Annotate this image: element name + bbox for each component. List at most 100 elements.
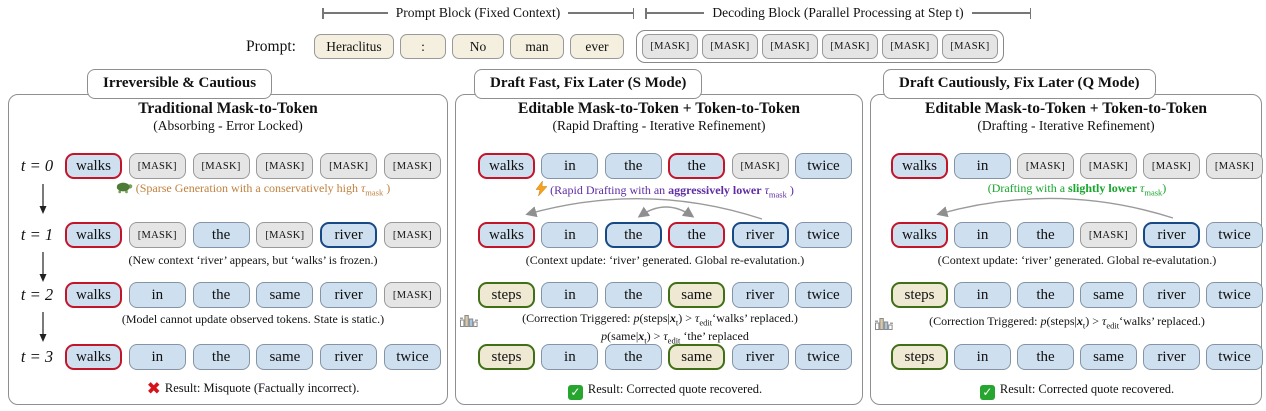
step-label-t0: t = 0 [20, 156, 54, 175]
prompt-block-bracket: Prompt Block (Fixed Context) [322, 5, 634, 21]
token: in [954, 344, 1011, 370]
token: in [954, 282, 1011, 308]
token: [MASK] [1143, 153, 1200, 179]
token: the [604, 282, 662, 308]
token: in [954, 153, 1011, 179]
step-label-t2: t = 2 [20, 285, 54, 304]
token: the [604, 344, 662, 370]
caption-sparse-generation: (Sparse Generation with a conservatively… [65, 181, 441, 199]
caption-context-update: (Context update: ‘river’ generated. Glob… [937, 253, 1217, 267]
token: the [668, 153, 726, 179]
token: walks [891, 222, 948, 248]
bracket-tick [1029, 7, 1032, 19]
panel-traditional: Irreversible & Cautious Traditional Mask… [8, 69, 448, 405]
step-label-t3: t = 3 [20, 347, 54, 366]
panel-title: Editable Mask-to-Token + Token-to-Token [517, 100, 801, 117]
token: [MASK] [128, 153, 186, 179]
token: [MASK] [383, 153, 441, 179]
step-label-t1: t = 1 [20, 225, 54, 244]
bracket-line [568, 12, 633, 14]
token: the [192, 282, 250, 308]
token-row: walks in the same river [MASK] [65, 282, 441, 308]
prompt-token: : [399, 34, 446, 59]
token: same [668, 344, 726, 370]
caption-context-frozen: (New context ‘river’ appears, but ‘walks… [128, 253, 378, 267]
token-row: walks in [MASK] [MASK] [MASK] [MASK] [891, 153, 1263, 179]
token: same [256, 344, 314, 370]
caption-static-state: (Model cannot update observed tokens. St… [121, 312, 385, 326]
token-row: walks in the the [MASK] twice [478, 153, 852, 179]
token: [MASK] [320, 153, 378, 179]
token: river [1143, 282, 1200, 308]
token: in [541, 222, 599, 248]
token: twice [1206, 222, 1263, 248]
token: walks [65, 344, 122, 370]
token: the [604, 222, 662, 248]
token: twice [794, 344, 852, 370]
token: river [320, 282, 378, 308]
token: the [192, 222, 250, 248]
token: river [731, 222, 789, 248]
bracket-line [646, 12, 705, 14]
token: twice [794, 222, 852, 248]
token-row: steps in the same river twice [478, 282, 852, 308]
token-row: walks in the same river twice [65, 344, 441, 370]
bracket-line [971, 12, 1030, 14]
token: [MASK] [383, 282, 441, 308]
bracket-tick [322, 7, 324, 19]
token: walks [478, 222, 535, 248]
decoding-block: [MASK] [MASK] [MASK] [MASK] [MASK] [MASK… [635, 30, 1004, 63]
token: twice [794, 153, 852, 179]
token: the [1017, 282, 1074, 308]
prompt-row: Prompt: Heraclitus : No man ever [MASK] … [246, 30, 1004, 63]
caption-rapid-drafting: (Rapid Drafting with an aggressively low… [478, 180, 852, 201]
prompt-token: Heraclitus [313, 34, 394, 59]
token: [MASK] [128, 222, 186, 248]
decoding-block-label: Decoding Block (Parallel Processing at S… [712, 5, 964, 20]
down-arrow-icon [37, 312, 49, 349]
reevaluation-arrow-icon [891, 191, 1263, 228]
token: [MASK] [1206, 153, 1263, 179]
result-text: Result: Corrected quote recovered. [999, 382, 1175, 396]
token: river [1143, 222, 1200, 248]
token: [MASK] [1017, 153, 1074, 179]
prompt-block-label: Prompt Block (Fixed Context) [395, 5, 561, 20]
bracket-line [323, 12, 388, 14]
token: steps [478, 344, 535, 370]
token: walks [891, 153, 948, 179]
mask-token: [MASK] [881, 34, 938, 59]
cross-icon: ✖ [146, 379, 161, 399]
token: twice [1206, 282, 1263, 308]
panel-subtitle: (Absorbing - Error Locked) [153, 118, 303, 133]
check-icon: ✓ [567, 385, 583, 400]
result-text: Result: Misquote (Factually incorrect). [164, 381, 360, 395]
mask-token: [MASK] [701, 34, 758, 59]
result-line: ✖Result: Misquote (Factually incorrect). [65, 379, 441, 399]
token: [MASK] [731, 153, 789, 179]
token: [MASK] [1080, 222, 1137, 248]
token: steps [478, 282, 535, 308]
result-line: ✓Result: Corrected quote recovered. [891, 382, 1263, 400]
panel-title: Traditional Mask-to-Token [138, 100, 318, 117]
token: [MASK] [383, 222, 441, 248]
decoding-block-bracket: Decoding Block (Parallel Processing at S… [645, 5, 1032, 21]
panel-subtitle: (Drafting - Iterative Refinement) [977, 118, 1155, 133]
token: in [541, 344, 599, 370]
token: [MASK] [1080, 153, 1137, 179]
panel-badge: Irreversible & Cautious [87, 69, 273, 99]
token-row: walks [MASK] [MASK] [MASK] [MASK] [MASK] [65, 153, 441, 179]
token: in [128, 282, 186, 308]
token: walks [65, 222, 122, 248]
panel-badge: Draft Cautiously, Fix Later (Q Mode) [883, 69, 1156, 99]
result-line: ✓Result: Corrected quote recovered. [478, 382, 852, 400]
token: [MASK] [192, 153, 250, 179]
caption-cautious-drafting: (Drafting with a slightly lower τmask) [987, 181, 1167, 198]
token: walks [65, 153, 122, 179]
token: in [541, 153, 599, 179]
mask-token: [MASK] [941, 34, 998, 59]
token-row: steps in the same river twice [478, 344, 852, 370]
prompt-token: No [451, 34, 504, 59]
prompt-label: Prompt: [246, 37, 296, 55]
token: steps [891, 344, 948, 370]
